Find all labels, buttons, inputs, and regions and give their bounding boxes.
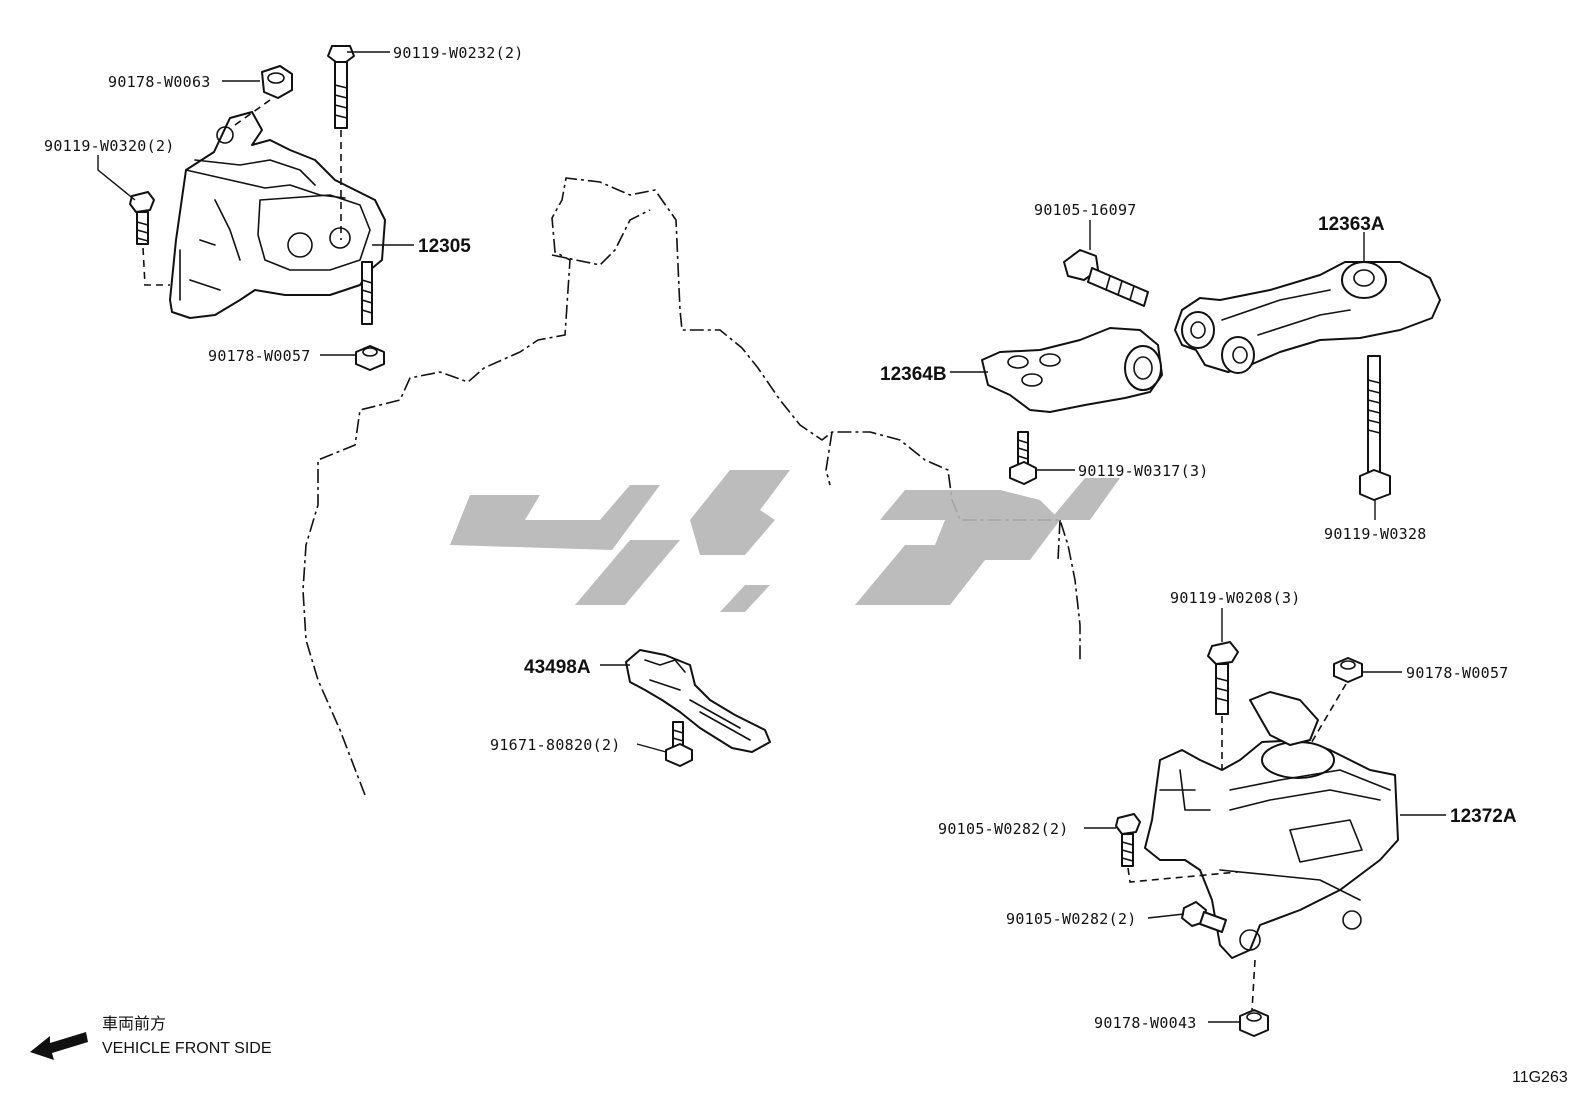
dash-line bbox=[1309, 683, 1347, 746]
label-90119-W0208: 90119-W0208(3) bbox=[1170, 589, 1301, 607]
label-12364B: 12364B bbox=[880, 364, 947, 385]
label-90178-W0063: 90178-W0063 bbox=[108, 73, 211, 91]
bolt-90119-W0317 bbox=[1009, 431, 1037, 485]
part-12305-mount bbox=[169, 111, 386, 319]
nut-90178-W0043 bbox=[1239, 1009, 1269, 1037]
engine-outline-inner bbox=[551, 209, 651, 266]
dash-line bbox=[1127, 867, 1239, 883]
engine-outline-right bbox=[825, 431, 1061, 561]
bolt-90119-W0320 bbox=[129, 191, 155, 245]
label-90105-16097: 90105-16097 bbox=[1034, 201, 1137, 219]
nut-90178-W0057-a bbox=[355, 345, 385, 371]
nut-90178-W0057-b bbox=[1333, 657, 1363, 683]
bolt-90105-16097 bbox=[1063, 249, 1149, 307]
label-12363A: 12363A bbox=[1318, 214, 1385, 235]
front-label-english: VEHICLE FRONT SIDE bbox=[102, 1040, 272, 1057]
label-43498A: 43498A bbox=[524, 657, 591, 678]
bolt-91671-80820 bbox=[665, 721, 693, 767]
bolt-90119-W0328 bbox=[1359, 355, 1391, 501]
label-90119-W0328: 90119-W0328 bbox=[1324, 525, 1427, 543]
label-90119-W0317: 90119-W0317(3) bbox=[1078, 462, 1209, 480]
part-12363A-torque-rod bbox=[1174, 261, 1441, 374]
bolt-90105-W0282-b bbox=[1181, 901, 1227, 933]
bolt-90105-W0282-a bbox=[1115, 813, 1141, 867]
label-90178-W0043: 90178-W0043 bbox=[1094, 1014, 1197, 1032]
label-90119-W0320: 90119-W0320(2) bbox=[44, 137, 175, 155]
part-43498A-bracket bbox=[625, 649, 771, 753]
label-90178-W0057-a: 90178-W0057 bbox=[208, 347, 311, 365]
engine-outline bbox=[302, 177, 1081, 796]
stud-12305 bbox=[361, 261, 373, 325]
figure-code: 11G263 bbox=[1512, 1069, 1568, 1086]
label-90105-W0282-a: 90105-W0282(2) bbox=[938, 820, 1069, 838]
dash-line bbox=[142, 247, 170, 286]
front-label-japanese: 車両前方 bbox=[102, 1015, 166, 1033]
front-arrow-icon bbox=[30, 1032, 88, 1060]
label-91671-80820: 91671-80820(2) bbox=[490, 736, 621, 754]
label-90105-W0282-b: 90105-W0282(2) bbox=[1006, 910, 1137, 928]
label-12372A: 12372A bbox=[1450, 806, 1517, 827]
nut-90178-W0063 bbox=[261, 65, 293, 99]
label-90178-W0057-b: 90178-W0057 bbox=[1406, 664, 1509, 682]
watermark-logo bbox=[450, 470, 1120, 612]
label-12305: 12305 bbox=[418, 236, 471, 257]
bolt-90119-W0208 bbox=[1207, 641, 1239, 715]
bolt-90119-W0232 bbox=[327, 45, 355, 129]
dash-line bbox=[1251, 959, 1256, 1011]
part-12364B-bracket bbox=[981, 327, 1163, 413]
label-90119-W0232: 90119-W0232(2) bbox=[393, 44, 524, 62]
